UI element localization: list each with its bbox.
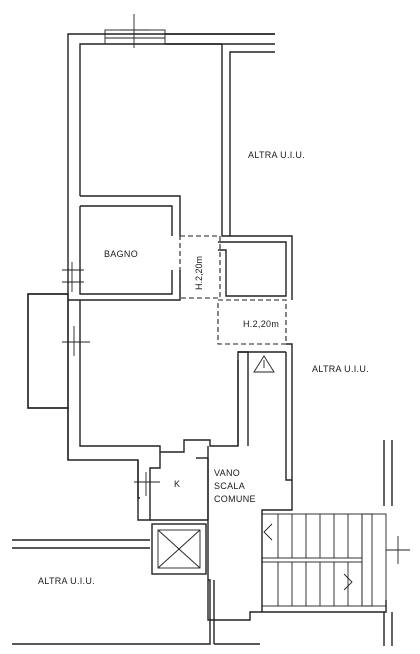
label-kitchen: K (174, 479, 180, 489)
passage-dashed (179, 235, 221, 299)
label-comune: COMUNE (214, 494, 256, 504)
shaft-box (151, 523, 207, 575)
stair-arrow-down (343, 573, 353, 591)
stair-flight-upper (261, 513, 363, 559)
label-altra-uiu-left-bottom: ALTRA U.I.U. (38, 576, 95, 586)
neighbor-walls (12, 440, 393, 646)
kitchen (137, 452, 209, 521)
stair-landing (361, 513, 387, 607)
stair-flight-lower (261, 561, 363, 607)
storage-dashed (217, 299, 287, 345)
stair-arrow-up (263, 523, 273, 541)
label-altra-uiu-right-top: ALTRA U.I.U. (248, 150, 305, 160)
label-vano: VANO (214, 468, 240, 478)
window-top (104, 29, 166, 45)
balcony-left (27, 293, 69, 409)
closet-right (217, 235, 293, 345)
label-height-vertical: H.2,20m (194, 256, 204, 290)
label-height-horizontal: H.2,20m (243, 319, 279, 329)
label-scala: SCALA (214, 481, 245, 491)
label-bagno: BAGNO (104, 249, 138, 259)
warning-triangle-icon (253, 355, 275, 373)
label-altra-uiu-right-mid: ALTRA U.I.U. (312, 364, 369, 374)
room-top-walls (80, 195, 181, 236)
stairwell (207, 360, 387, 621)
window-marks (62, 14, 410, 564)
